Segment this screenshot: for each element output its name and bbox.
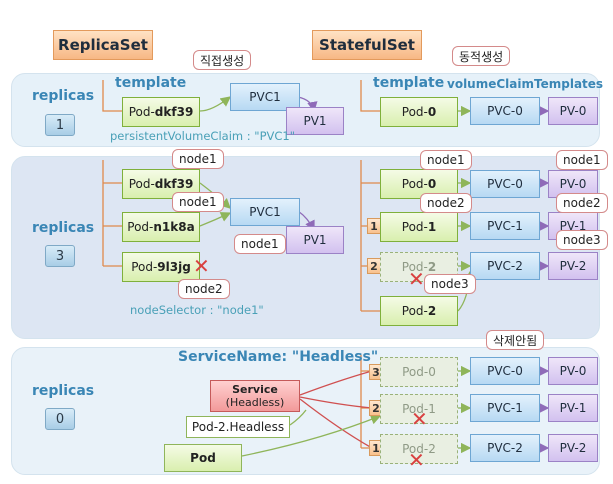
ss-pod-0-deleted: Pod-0: [380, 357, 458, 387]
rs-pvc1: PVC1: [230, 83, 300, 111]
ss-pod-0-top: Pod-0: [380, 97, 458, 127]
ss-pv-2-node-callout: node3: [556, 230, 608, 250]
rs-template-label: template: [115, 75, 187, 91]
deleted-x-icon-pod-2: ✕: [408, 448, 425, 472]
ss-pvc-2-bottom: PVC-2: [470, 434, 540, 462]
ss-pv-0-node-callout: node1: [556, 150, 608, 170]
service-name-label: ServiceName: "Headless": [178, 349, 379, 365]
ss-pod-1-mid: Pod-1: [380, 212, 458, 242]
ss-pvc-0-bottom: PVC-0: [470, 357, 540, 385]
replicas-label-bottom: replicas: [32, 383, 95, 399]
rs-pv1: PV1: [286, 107, 344, 135]
ss-pvc-1-mid: PVC-1: [470, 212, 540, 240]
ss-pv-0-top: PV-0: [548, 97, 598, 125]
replicaset-header: ReplicaSet: [53, 30, 153, 60]
rs-pod-9l3jg: Pod-9l3jg: [122, 252, 200, 282]
dynamic-create-callout: 동적생성: [452, 46, 511, 66]
rs-pod-dkf39: Pod-dkf39: [122, 97, 200, 127]
replicas-label-top: replicas: [32, 88, 95, 104]
ss-pod-2-deleted: Pod-2: [380, 434, 458, 464]
deleted-x-icon-pod-1: ✕: [411, 407, 428, 431]
not-deleted-callout: 삭제안됨: [486, 330, 545, 350]
pvc-node-callout: node1: [234, 234, 286, 254]
rs-pod-n1k8a: Pod-n1k8a: [122, 212, 200, 242]
ss-pod-1-node-callout: node2: [420, 193, 472, 213]
ss-pod-2-new-node-callout: node3: [424, 274, 476, 294]
ss-pv-2-bottom: PV-2: [548, 434, 598, 462]
ss-pvc-0-top: PVC-0: [470, 97, 540, 125]
ss-pv-1-bottom: PV-1: [548, 394, 598, 422]
ss-pvc-2-mid: PVC-2: [470, 252, 540, 280]
headless-service: Service (Headless): [210, 380, 300, 412]
direct-create-callout: 직접생성: [193, 50, 252, 70]
ss-pvc-1-bottom: PVC-1: [470, 394, 540, 422]
ss-pod-0-node-callout: node1: [420, 150, 472, 170]
replicas-label-middle: replicas: [32, 220, 95, 236]
client-pod: Pod: [164, 444, 242, 472]
ss-pod-2-old: Pod-2: [380, 252, 458, 282]
ss-pv-1-node-callout: node2: [556, 193, 608, 213]
pvc-annotation: persistentVolumeClaim : "PVC1": [110, 129, 296, 143]
failed-x-icon-9l3jg: ✕: [193, 254, 210, 278]
ss-pv-0-bottom: PV-0: [548, 357, 598, 385]
replicas-value-bottom: 0: [45, 408, 75, 430]
rs-pod-dkf39-mid: Pod-dkf39: [122, 169, 200, 199]
replicas-value-middle: 3: [45, 245, 75, 267]
node-callout-9l3jg: node2: [178, 279, 230, 299]
statefulset-header: StatefulSet: [312, 30, 422, 60]
node-callout-n1k8a: node1: [172, 192, 224, 212]
order-badge-2-mid: 2: [367, 258, 381, 274]
rs-pv1-mid: PV1: [286, 226, 344, 254]
replicas-value-top: 1: [45, 114, 75, 136]
volume-claim-templates-label: volumeClaimTemplates: [447, 77, 604, 91]
ss-pvc-0-mid: PVC-0: [470, 170, 540, 198]
failed-x-icon-pod-2: ✕: [408, 267, 425, 291]
rs-pvc1-mid: PVC1: [230, 198, 300, 226]
ss-pv-2-mid: PV-2: [548, 252, 598, 280]
ss-pod-2-new: Pod-2: [380, 296, 458, 326]
order-badge-1-mid: 1: [367, 218, 381, 234]
dns-name-label: Pod-2.Headless: [186, 416, 290, 438]
ss-pod-1-deleted: Pod-1: [380, 394, 458, 424]
node-selector-annotation: nodeSelector : "node1": [130, 303, 264, 317]
ss-template-label: template: [373, 75, 445, 91]
node-callout-dkf39: node1: [172, 149, 224, 169]
ss-pod-0-mid: Pod-0: [380, 169, 458, 199]
